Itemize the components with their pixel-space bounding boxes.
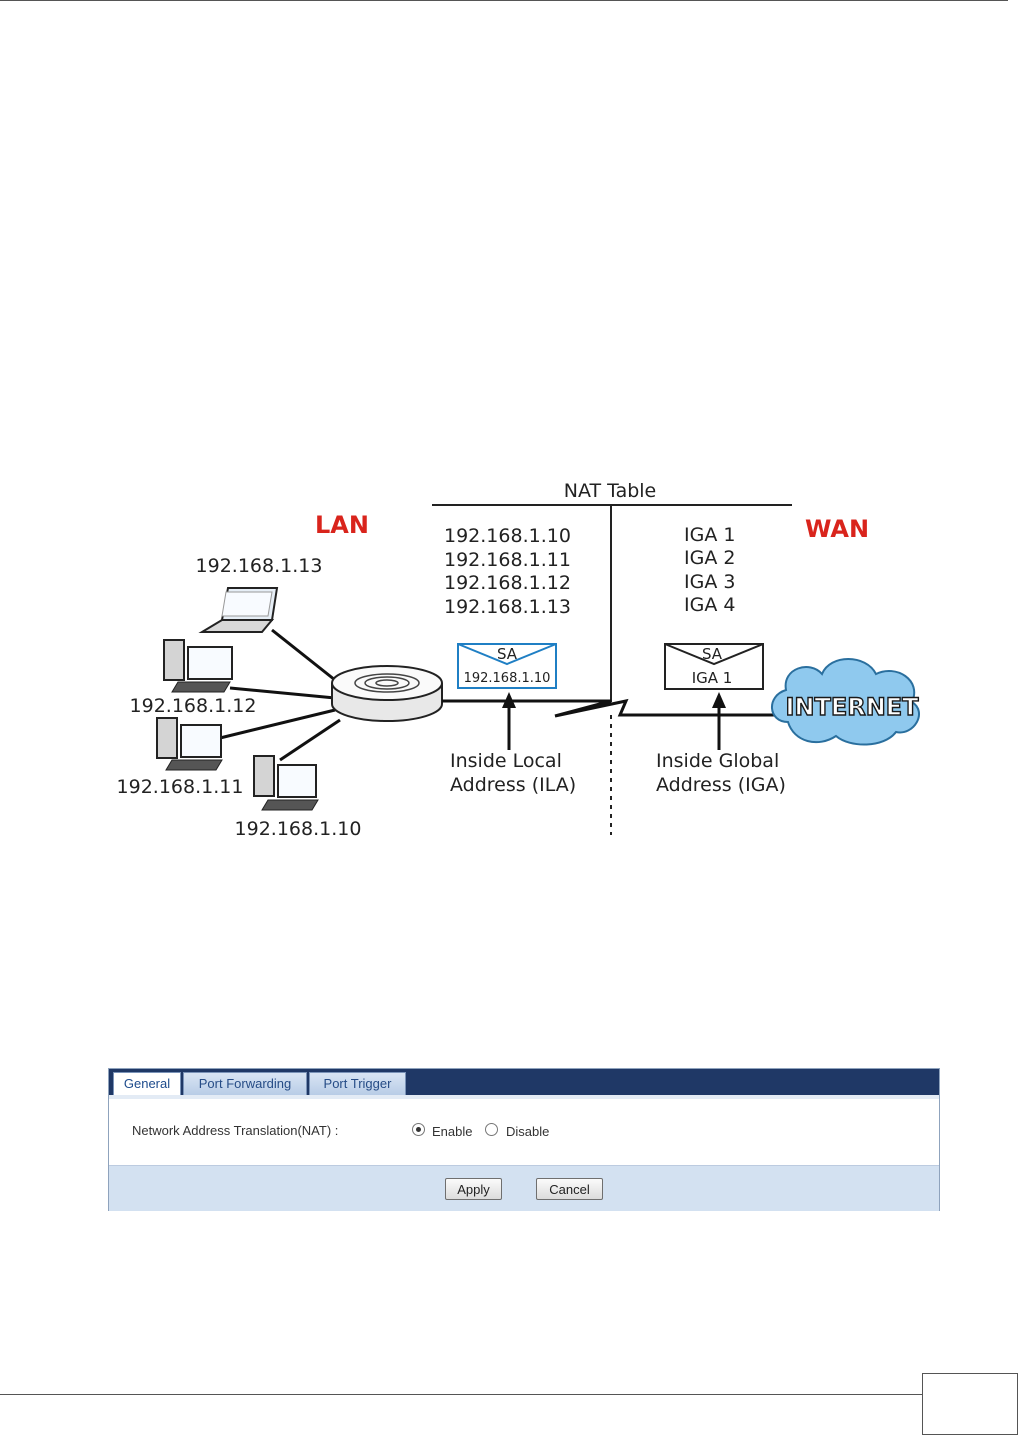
iga-caption: Inside Global	[656, 750, 779, 772]
apply-button[interactable]: Apply	[445, 1178, 502, 1200]
enable-radio[interactable]	[412, 1123, 425, 1136]
lan-label: LAN	[315, 511, 369, 539]
header-rule	[0, 0, 1008, 1]
iga-entry: IGA 1	[684, 524, 735, 546]
cancel-button[interactable]: Cancel	[536, 1178, 603, 1200]
tab-port-forwarding[interactable]: Port Forwarding	[183, 1072, 307, 1095]
tab-port-trigger[interactable]: Port Trigger	[309, 1072, 406, 1095]
iga-caption: Address (IGA)	[656, 774, 786, 796]
desktop-icon	[163, 639, 233, 693]
footer-rule	[0, 1394, 922, 1395]
desktop-icon	[156, 717, 223, 771]
tab-general[interactable]: General	[113, 1072, 181, 1096]
disable-label: Disable	[506, 1124, 550, 1139]
global-packet	[664, 643, 764, 690]
iga-entry: IGA 2	[684, 547, 735, 569]
disable-radio[interactable]	[485, 1123, 498, 1136]
iga-entry: IGA 3	[684, 571, 735, 593]
packet-address: 192.168.1.10	[464, 671, 551, 686]
page-number-box	[922, 1373, 1018, 1435]
desktop-icon	[253, 755, 319, 811]
nat-settings-panel: General Port Forwarding Port Trigger Net…	[108, 1068, 940, 1211]
packet-header: SA	[497, 645, 518, 663]
host-label: 192.168.1.11	[117, 776, 244, 798]
packet-header: SA	[702, 645, 723, 663]
nat-table-title: NAT Table	[564, 480, 657, 502]
nat-diagram: NAT Table LAN WAN 192.168.1.10 192.168.1…	[117, 480, 920, 840]
arrow-up-icon	[502, 692, 516, 708]
cloud-icon	[771, 658, 920, 746]
local-packet	[457, 643, 557, 689]
ila-entry: 192.168.1.12	[444, 572, 571, 594]
ila-caption: Address (ILA)	[450, 774, 576, 796]
wan-label: WAN	[805, 515, 869, 543]
nat-form-row: Network Address Translation(NAT) : Enabl…	[109, 1099, 939, 1165]
nat-label: Network Address Translation(NAT) :	[132, 1123, 339, 1138]
host-label: 192.168.1.12	[130, 695, 257, 717]
laptop-icon	[198, 587, 279, 633]
arrow-up-icon	[712, 692, 726, 708]
router-icon	[331, 665, 443, 722]
packet-address: IGA 1	[692, 669, 733, 687]
ila-entry: 192.168.1.11	[444, 549, 571, 571]
host-label: 192.168.1.13	[196, 555, 323, 577]
internet-label: INTERNET	[785, 693, 919, 721]
button-bar: Apply Cancel	[109, 1165, 939, 1211]
ila-entry: 192.168.1.13	[444, 596, 571, 618]
ila-caption: Inside Local	[450, 750, 562, 772]
host-label: 192.168.1.10	[235, 818, 362, 840]
ila-entry: 192.168.1.10	[444, 525, 571, 547]
iga-entry: IGA 4	[684, 594, 735, 616]
enable-label: Enable	[432, 1124, 473, 1139]
tab-bar: General Port Forwarding Port Trigger	[109, 1069, 939, 1096]
